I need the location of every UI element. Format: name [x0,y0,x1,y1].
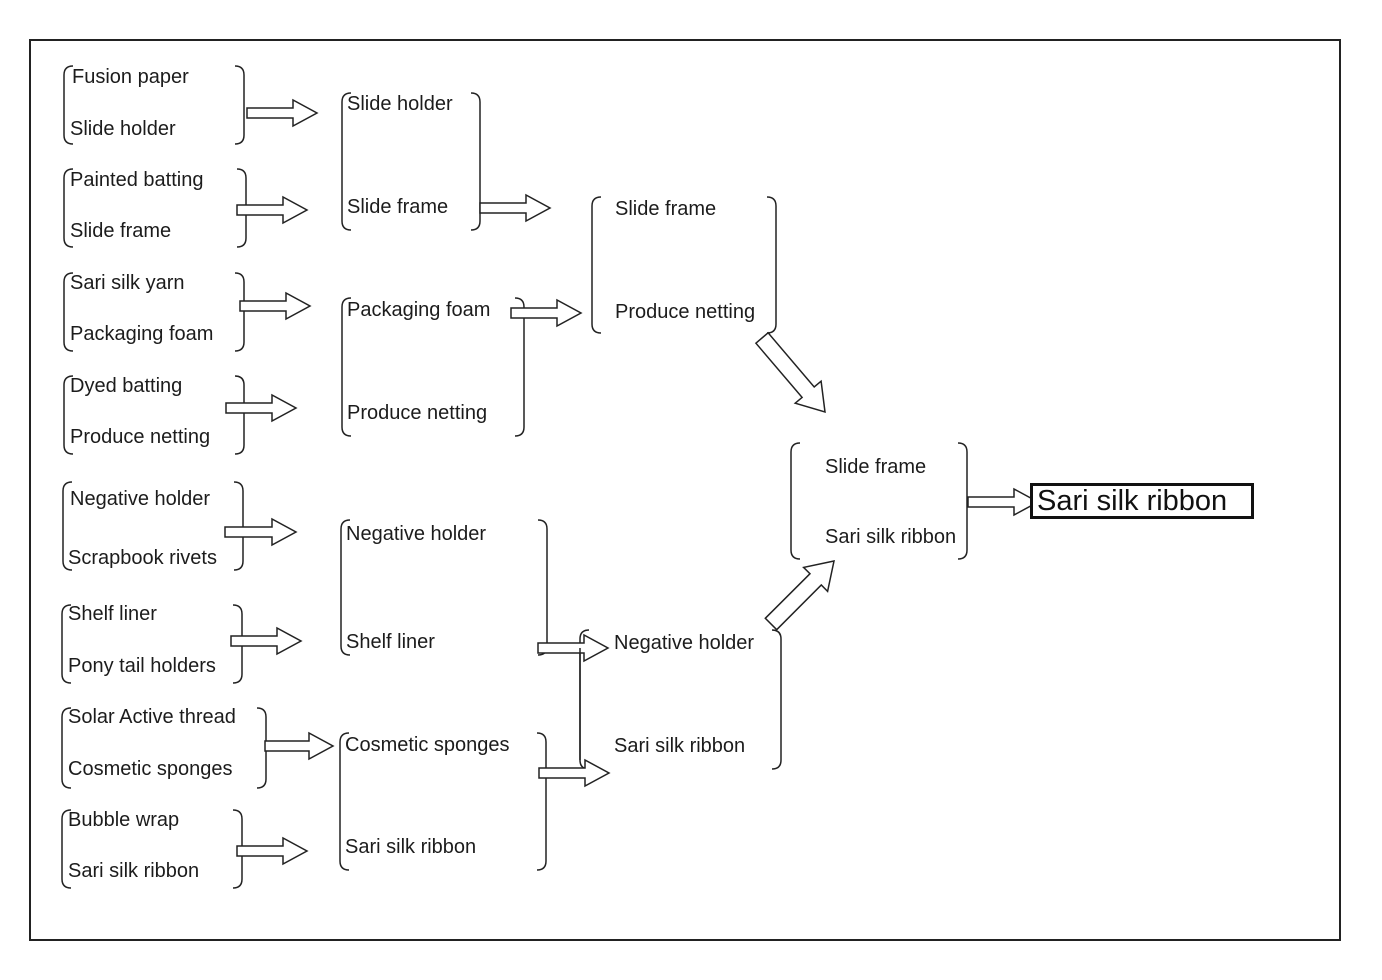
round3-match2-top: Negative holder [614,632,755,654]
round2-bracket-1-left [341,92,352,231]
round2-match4-bottom: Sari silk ribbon [345,836,477,858]
round1-match8-bottom: Sari silk ribbon [68,860,200,882]
round2-bracket-2-right [514,297,525,437]
round1-bracket-3-left [63,272,74,352]
round1-bracket-1-left [63,65,74,145]
round3-bracket-2-right [771,629,782,770]
round2-match3-bottom: Shelf liner [346,631,435,653]
round2-bracket-2-left [341,297,352,437]
arrow-r1m1 [246,98,319,128]
round1-bracket-2-left [63,168,74,248]
round2-match2-bottom: Produce netting [347,402,488,424]
round1-bracket-4-right [234,375,245,455]
arrow-r1m2 [236,195,309,225]
round3-match1-top: Slide frame [615,198,717,220]
round2-match2-top: Packaging foam [347,299,491,321]
round1-match4-bottom: Produce netting [70,426,211,448]
round2-match4-top: Cosmetic sponges [345,734,510,756]
round1-bracket-1-right [234,65,245,145]
round3-bracket-1-left [591,196,602,334]
round1-bracket-7-left [61,707,72,789]
arrow-r1m5 [224,517,298,547]
round1-bracket-4-left [63,375,74,455]
round1-match1-bottom: Slide holder [70,118,176,140]
round3-bracket-1-right [766,196,777,334]
round1-match8-top: Bubble wrap [68,809,180,831]
round1-match6-top: Shelf liner [68,603,157,625]
round1-match4-top: Dyed batting [70,375,183,397]
round2-bracket-4-right [536,732,547,871]
round2-bracket-3-right [537,519,548,656]
arrow-r2m3 [537,633,610,663]
final-top: Slide frame [825,456,927,478]
round1-match3-bottom: Packaging foam [70,323,214,345]
round2-match1-bottom: Slide frame [347,196,449,218]
round1-bracket-3-right [234,272,245,352]
round1-match6-bottom: Pony tail holders [68,655,216,677]
round1-match2-bottom: Slide frame [70,220,172,242]
round1-match2-top: Painted batting [70,169,204,191]
arrow-r1m6 [230,626,303,656]
arrow-r1m3 [239,291,312,321]
round1-match7-top: Solar Active thread [68,706,236,728]
final-bracket-right [957,442,968,560]
page-frame [29,39,1341,941]
round2-bracket-4-left [339,732,350,871]
round1-match7-bottom: Cosmetic sponges [68,758,233,780]
round1-bracket-6-left [61,604,72,684]
round1-bracket-8-left [61,809,72,889]
winner-box: Sari silk ribbon [1030,483,1254,519]
round1-match1-top: Fusion paper [72,66,189,88]
arrow-r1m4 [225,393,298,423]
arrow-r1m8 [236,836,309,866]
round1-match3-top: Sari silk yarn [70,272,185,294]
arrow-r3m2 [764,560,835,631]
arrow-r2m2 [510,298,583,328]
arrow-final [967,487,1040,517]
round2-bracket-1-right [470,92,481,231]
round1-bracket-5-right [233,481,244,571]
round2-match1-top: Slide holder [347,93,453,115]
arrow-r2m4 [538,758,611,788]
final-bracket-left [790,442,801,560]
round1-match5-top: Negative holder [70,488,211,510]
round2-bracket-3-left [340,519,351,656]
arrow-r1m7 [264,731,335,761]
round3-match2-bottom: Sari silk ribbon [614,735,746,757]
round2-match3-top: Negative holder [346,523,487,545]
round1-match5-bottom: Scrapbook rivets [68,547,217,569]
round3-match1-bottom: Produce netting [615,301,756,323]
final-bottom: Sari silk ribbon [825,526,957,548]
arrow-r3m1 [754,331,826,414]
round1-bracket-5-left [62,481,73,571]
arrow-r2m1 [479,193,552,223]
